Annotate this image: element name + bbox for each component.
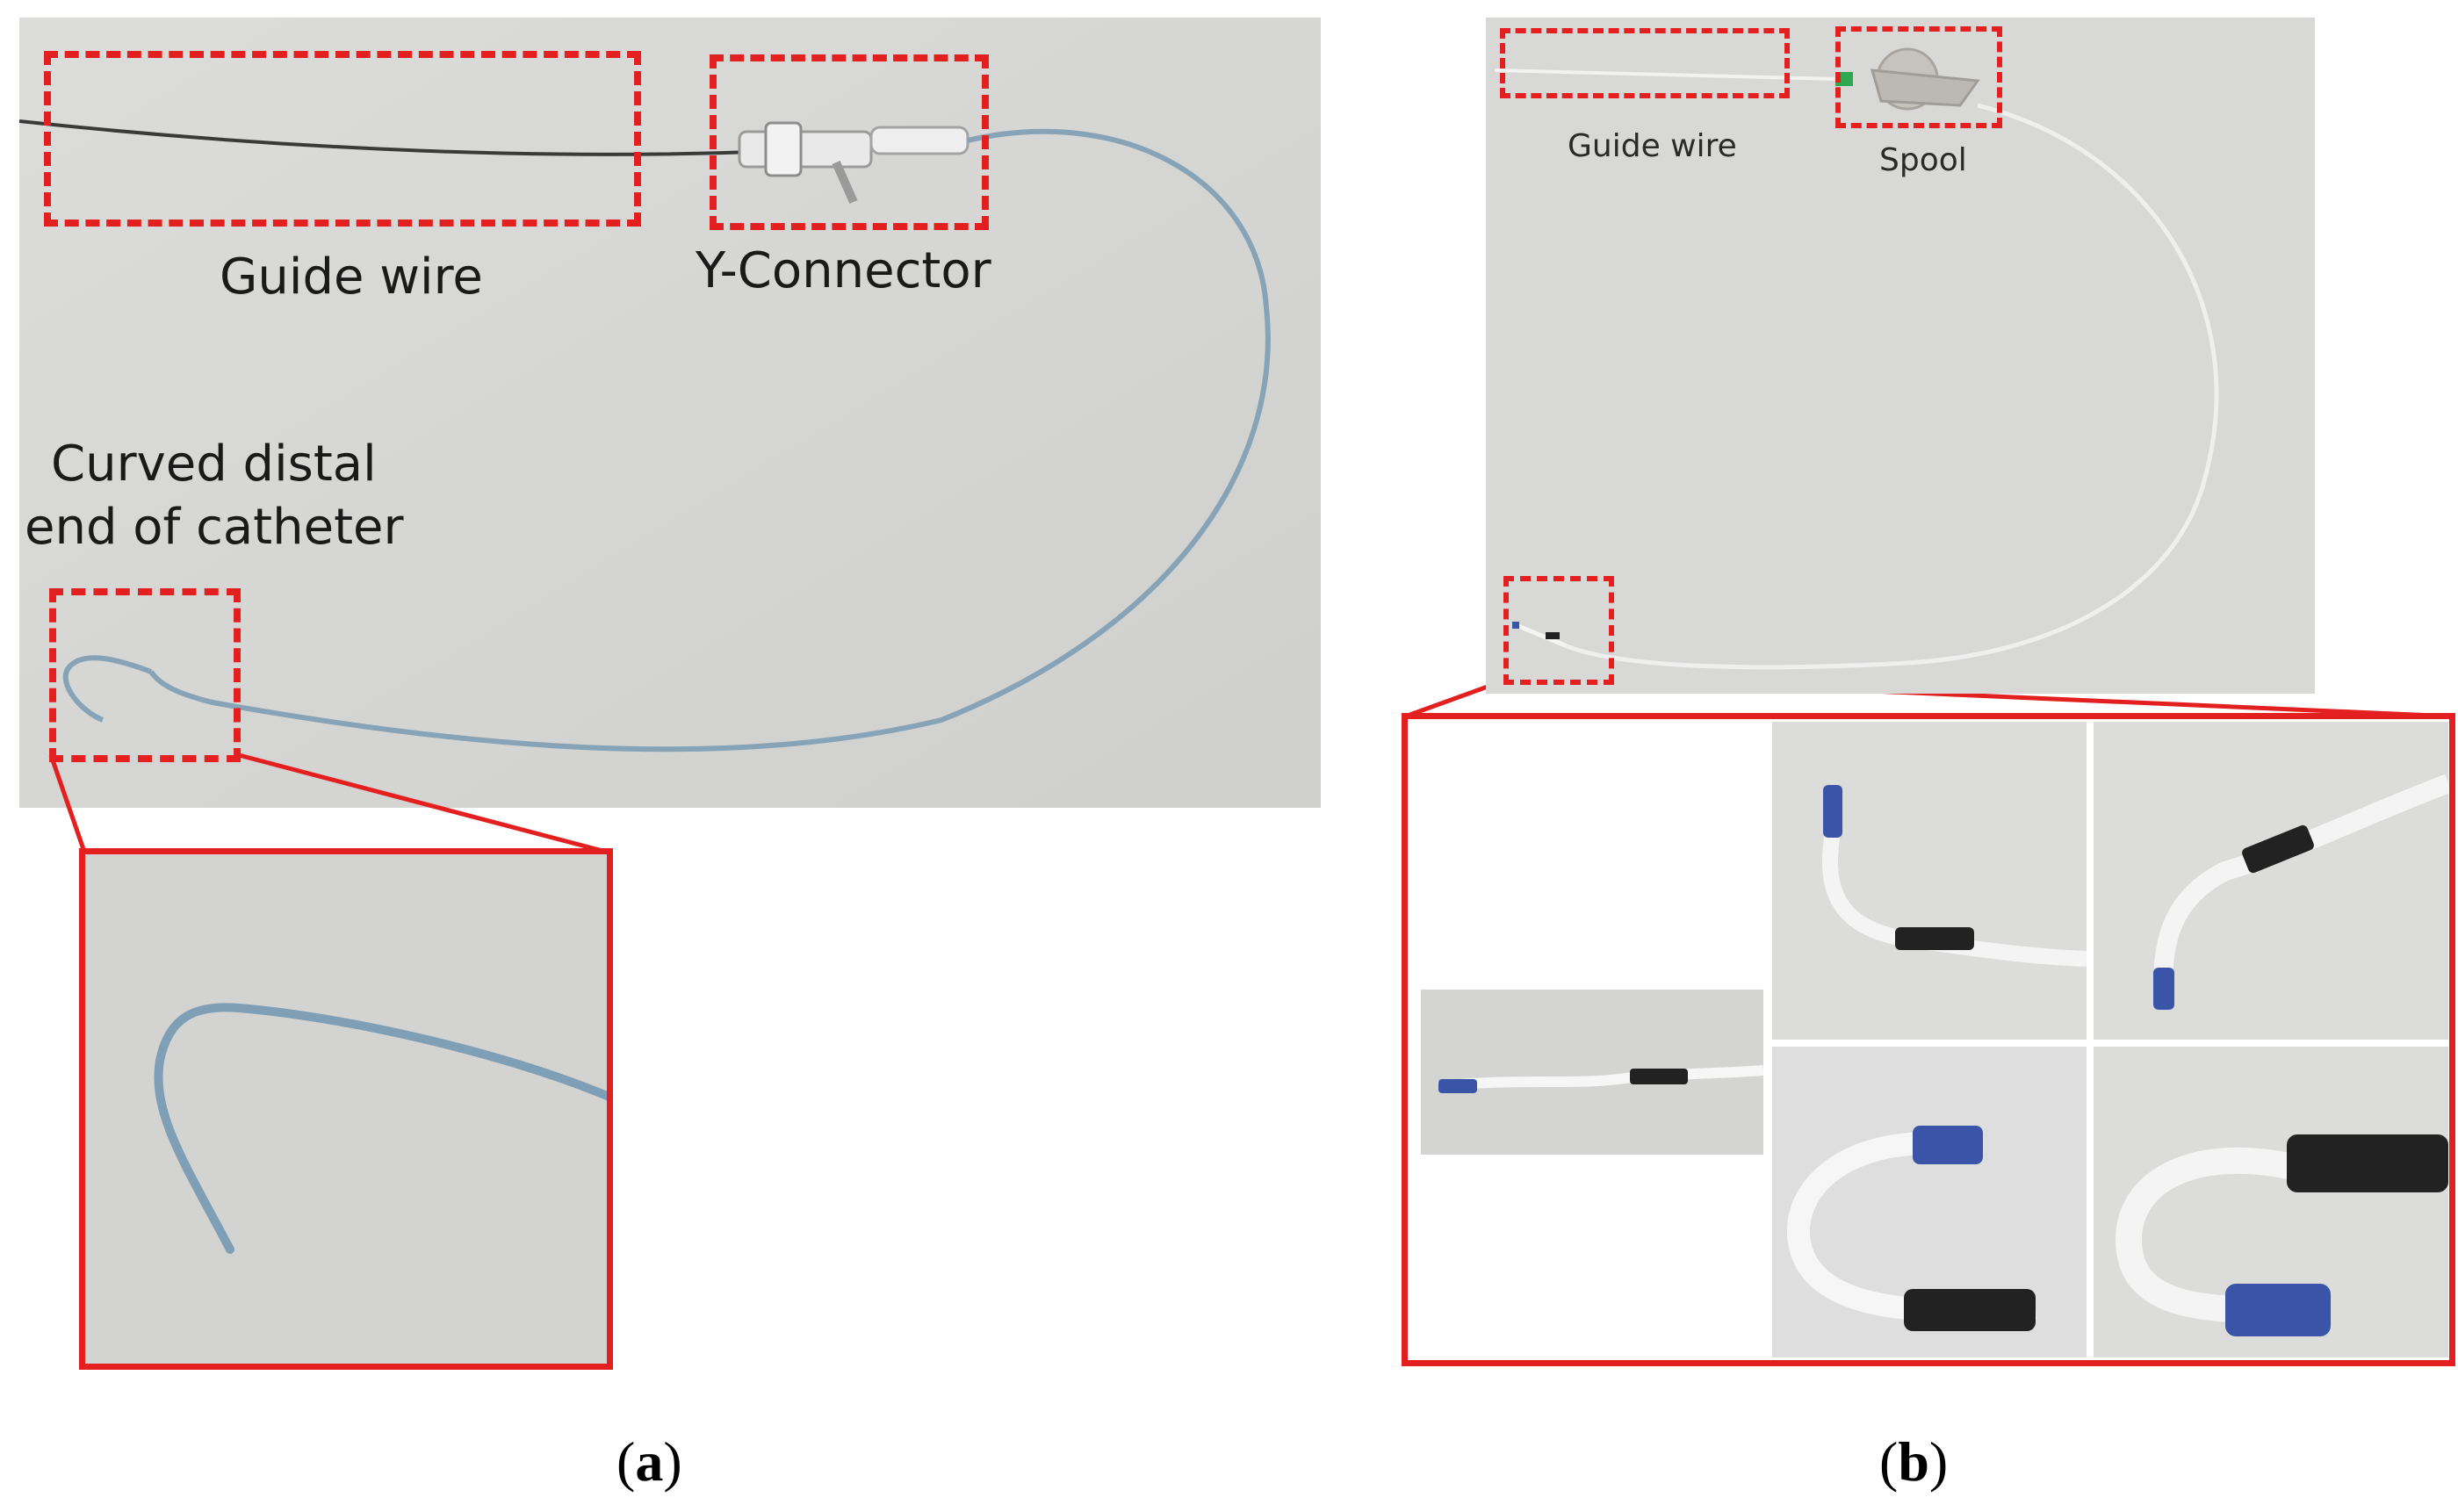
spool-highlight-box (1835, 26, 2002, 128)
distal-tip-highlight-box-b (1503, 576, 1614, 685)
y-connector-device (738, 121, 970, 205)
curved-tip-label-line2: end of catheter (25, 499, 404, 556)
panel-b-catheter-drawing (1486, 18, 2315, 694)
catheter-loop-b (1564, 103, 2219, 670)
caption-b-letter: b (1898, 1430, 1929, 1493)
inset-bent-tip-1 (1772, 722, 2087, 1040)
y-connector-label: Y-Connector (696, 242, 991, 299)
curved-tip-label-line1: Curved distal (51, 436, 377, 493)
caption-b: (b) (1879, 1430, 1949, 1493)
guide-wire-line-b (1494, 68, 1838, 81)
guide-wire-line (19, 119, 811, 156)
zoom-inset-catheter-tip (81, 850, 611, 1368)
catheter-curved-tip (62, 655, 153, 723)
y-connector-highlight-box (710, 54, 989, 230)
spool-label: Spool (1879, 142, 1967, 178)
guide-wire-label-b: Guide wire (1568, 128, 1737, 164)
guide-wire-highlight-box-a (44, 51, 641, 227)
caption-a: (a) (616, 1430, 682, 1493)
catheter-line (148, 128, 1271, 752)
guide-wire-highlight-box-b (1500, 28, 1790, 98)
inset-u-tip-2 (2094, 1047, 2448, 1357)
inset-straight-tip (1421, 990, 1763, 1155)
panel-b-zoom-inset (1403, 715, 2455, 1364)
guide-wire-label-a: Guide wire (220, 248, 483, 306)
panel-b-zoom-inset-border (1402, 713, 2455, 1366)
curved-tip-highlight-box (49, 588, 241, 762)
spool-device (1835, 47, 1980, 111)
panel-a-zoom-inset-border (79, 848, 613, 1370)
caption-a-letter: a (635, 1430, 664, 1493)
inset-u-tip-1 (1772, 1047, 2087, 1357)
inset-bent-tip-2 (2094, 722, 2448, 1040)
panel-b-main-photo (1486, 18, 2315, 694)
panel-a-zoom-inset (81, 850, 611, 1368)
